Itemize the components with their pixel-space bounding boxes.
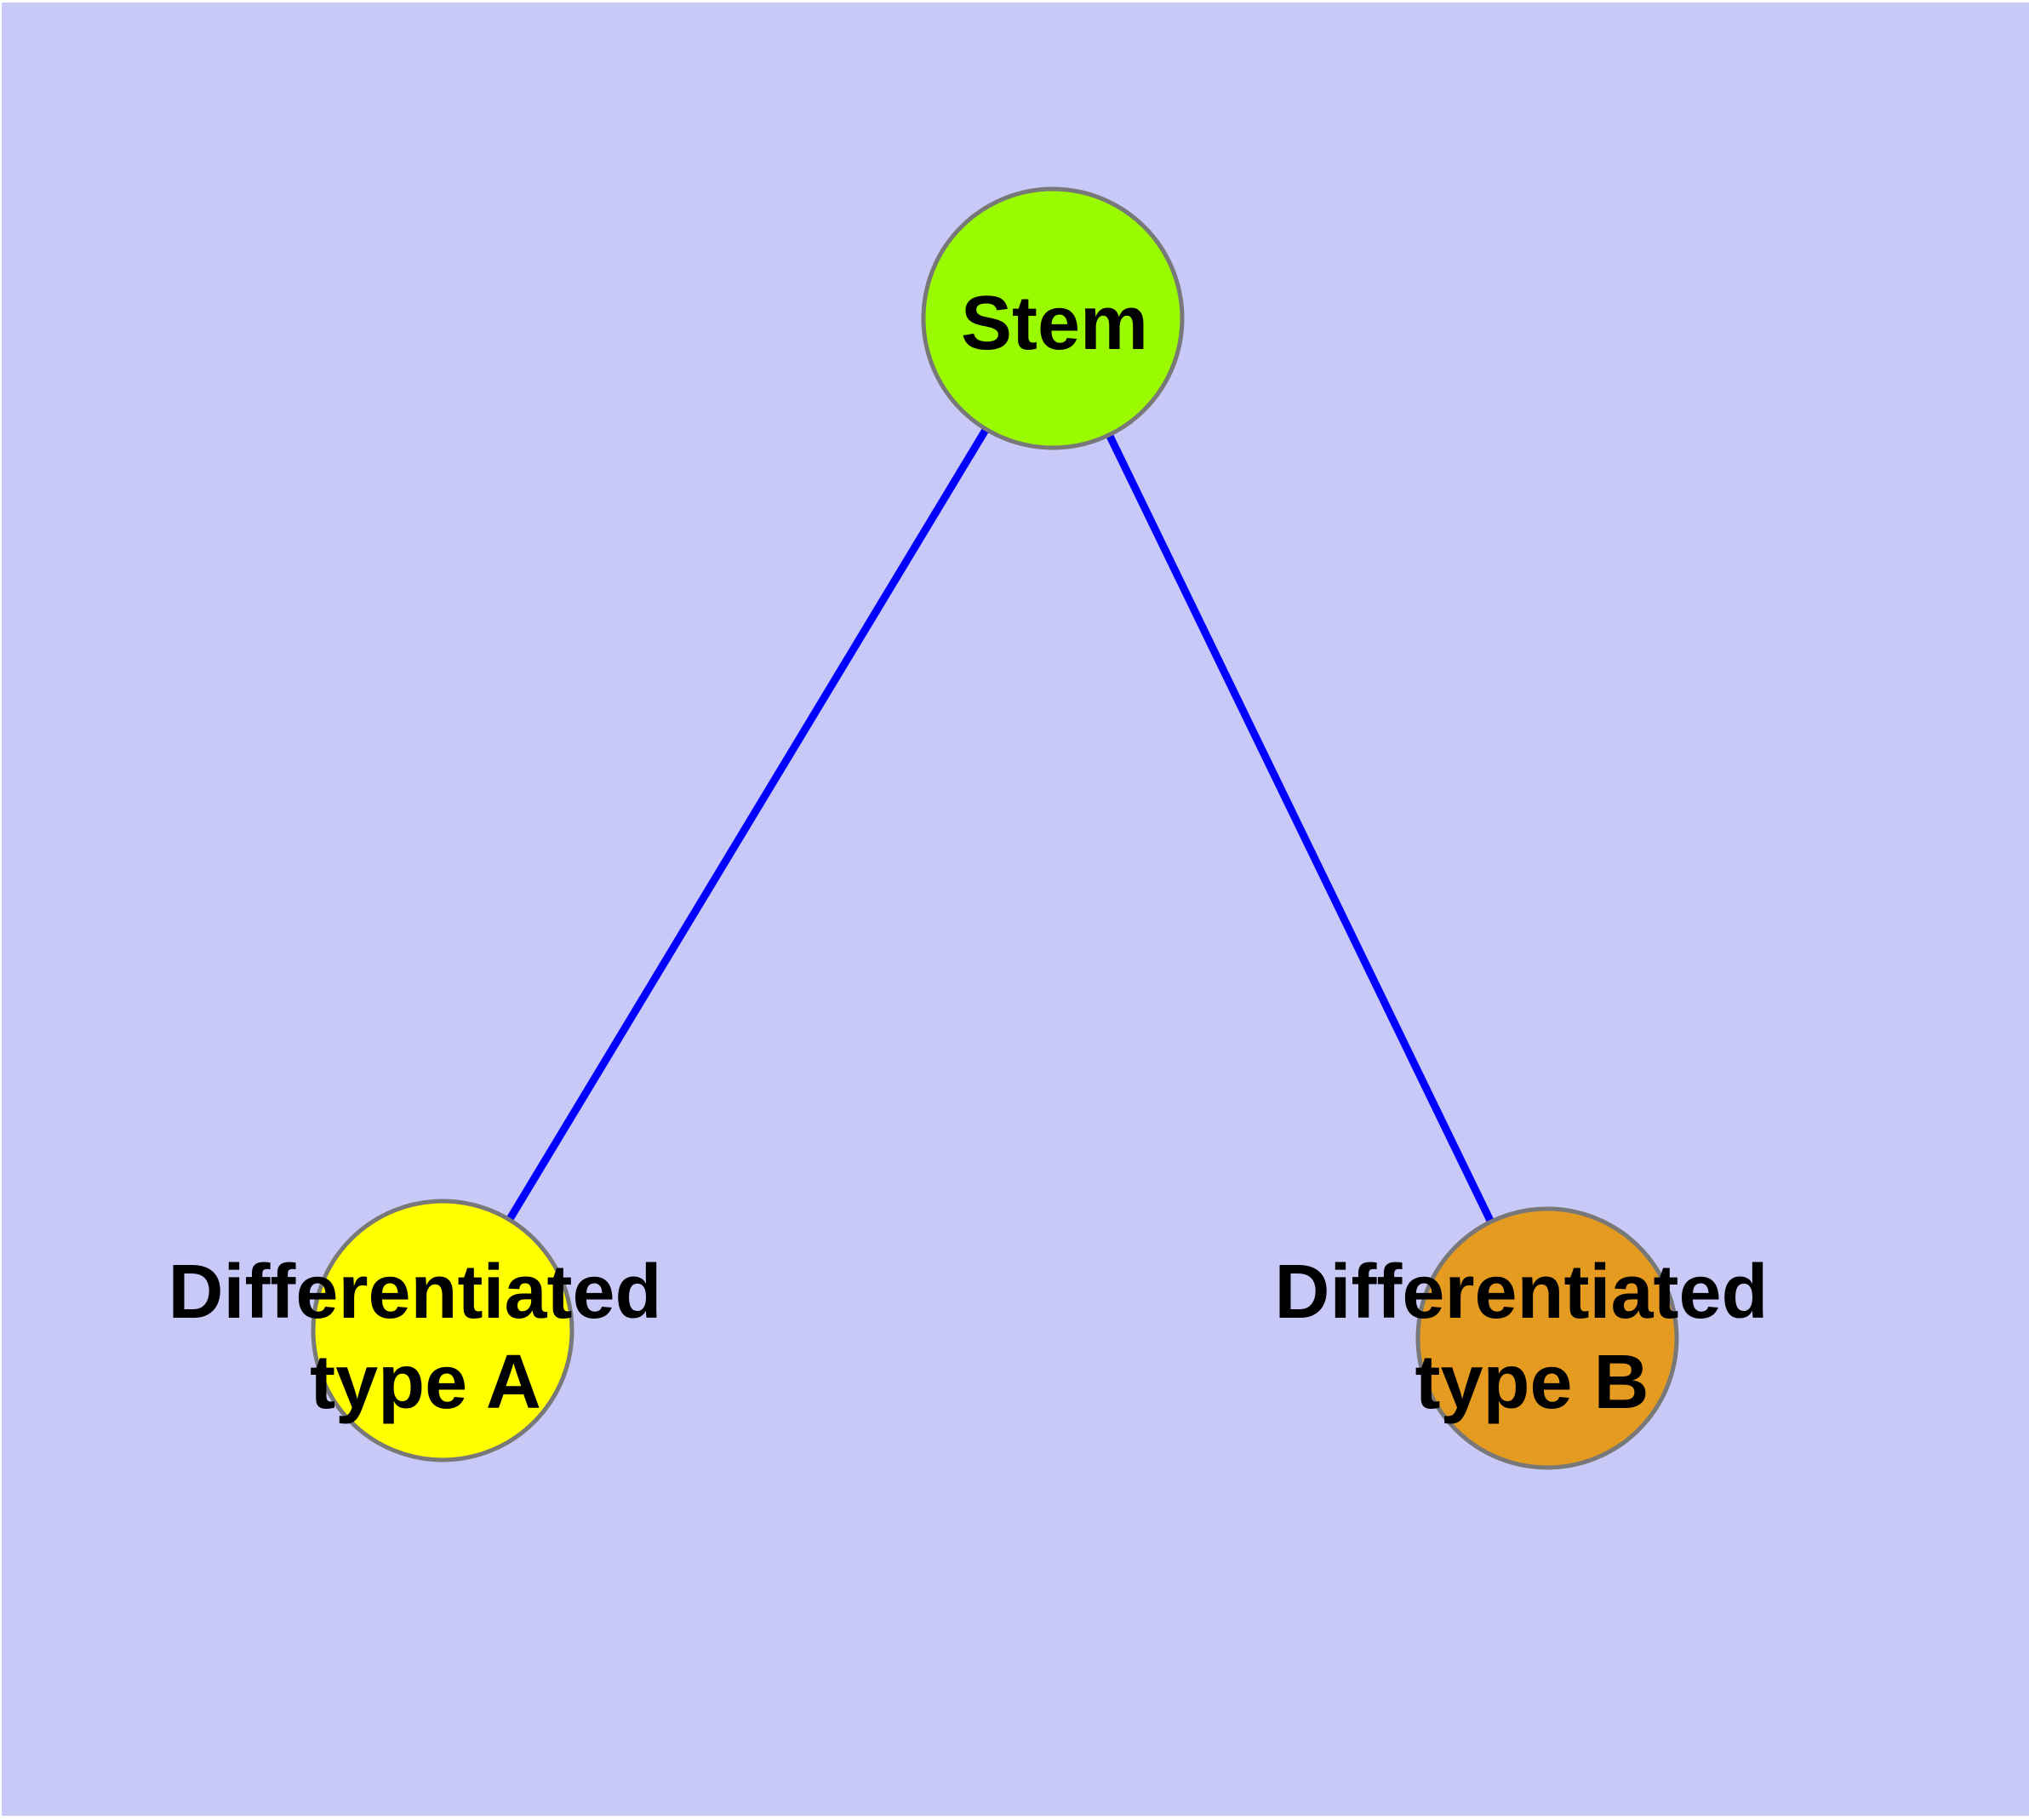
- node-differentiated-type-a-circle: [311, 1199, 574, 1462]
- edge-stem-to-type-a: [439, 316, 1056, 1333]
- node-stem-label: Stem: [961, 281, 1148, 366]
- node-differentiated-type-a-label-line1: Differentiated: [168, 1250, 661, 1335]
- node-stem-circle: [921, 186, 1185, 450]
- node-differentiated-type-b-label-line1: Differentiated: [1274, 1250, 1768, 1335]
- node-differentiated-type-a-label-line2: type A: [310, 1340, 541, 1425]
- node-differentiated-type-b-circle: [1415, 1206, 1679, 1470]
- node-differentiated-type-a-label: Differentiated type A: [168, 1250, 683, 1425]
- node-differentiated-type-b-label-line2: type B: [1415, 1340, 1649, 1425]
- node-differentiated-type-b-label: Differentiated type B: [1274, 1250, 1789, 1425]
- edge-stem-to-type-b: [1049, 317, 1552, 1340]
